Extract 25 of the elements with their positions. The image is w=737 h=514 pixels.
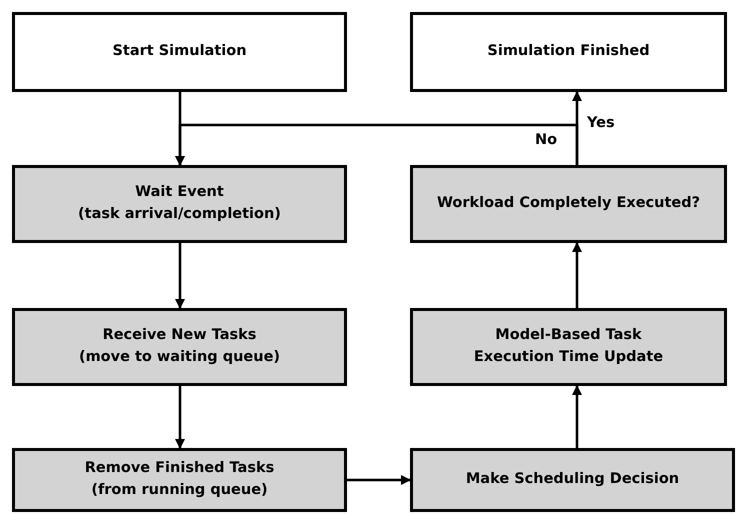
process-box [410, 308, 727, 386]
arrow [175, 124, 578, 166]
process-box [12, 308, 347, 386]
process-box [12, 165, 347, 243]
box-text: Simulation Finished [487, 42, 650, 62]
box-text: Make Scheduling Decision [466, 470, 680, 490]
process-box [12, 448, 347, 512]
arrow [175, 386, 185, 449]
box-text: Model-Based Task Execution Time Update [472, 326, 664, 367]
arrow [175, 243, 185, 309]
box-text: Start Simulation [112, 42, 247, 62]
box-text: (move to waiting queue) [78, 348, 280, 367]
process-box [410, 448, 735, 512]
box-text: Receive New Tasks [102, 326, 256, 346]
arrow [572, 385, 582, 448]
process-box [410, 165, 727, 243]
terminal-box [410, 12, 727, 92]
arrow [572, 242, 582, 308]
box-text: Wait Event [135, 183, 224, 202]
box-text: Remove Finished Tasks [84, 459, 274, 478]
terminal-box [12, 12, 347, 92]
box-text: (task arrival/completion) [78, 205, 281, 224]
box-text: (from running queue) [91, 481, 268, 500]
arrow [347, 475, 411, 485]
box-text: Workload Completely Executed? [436, 194, 700, 214]
